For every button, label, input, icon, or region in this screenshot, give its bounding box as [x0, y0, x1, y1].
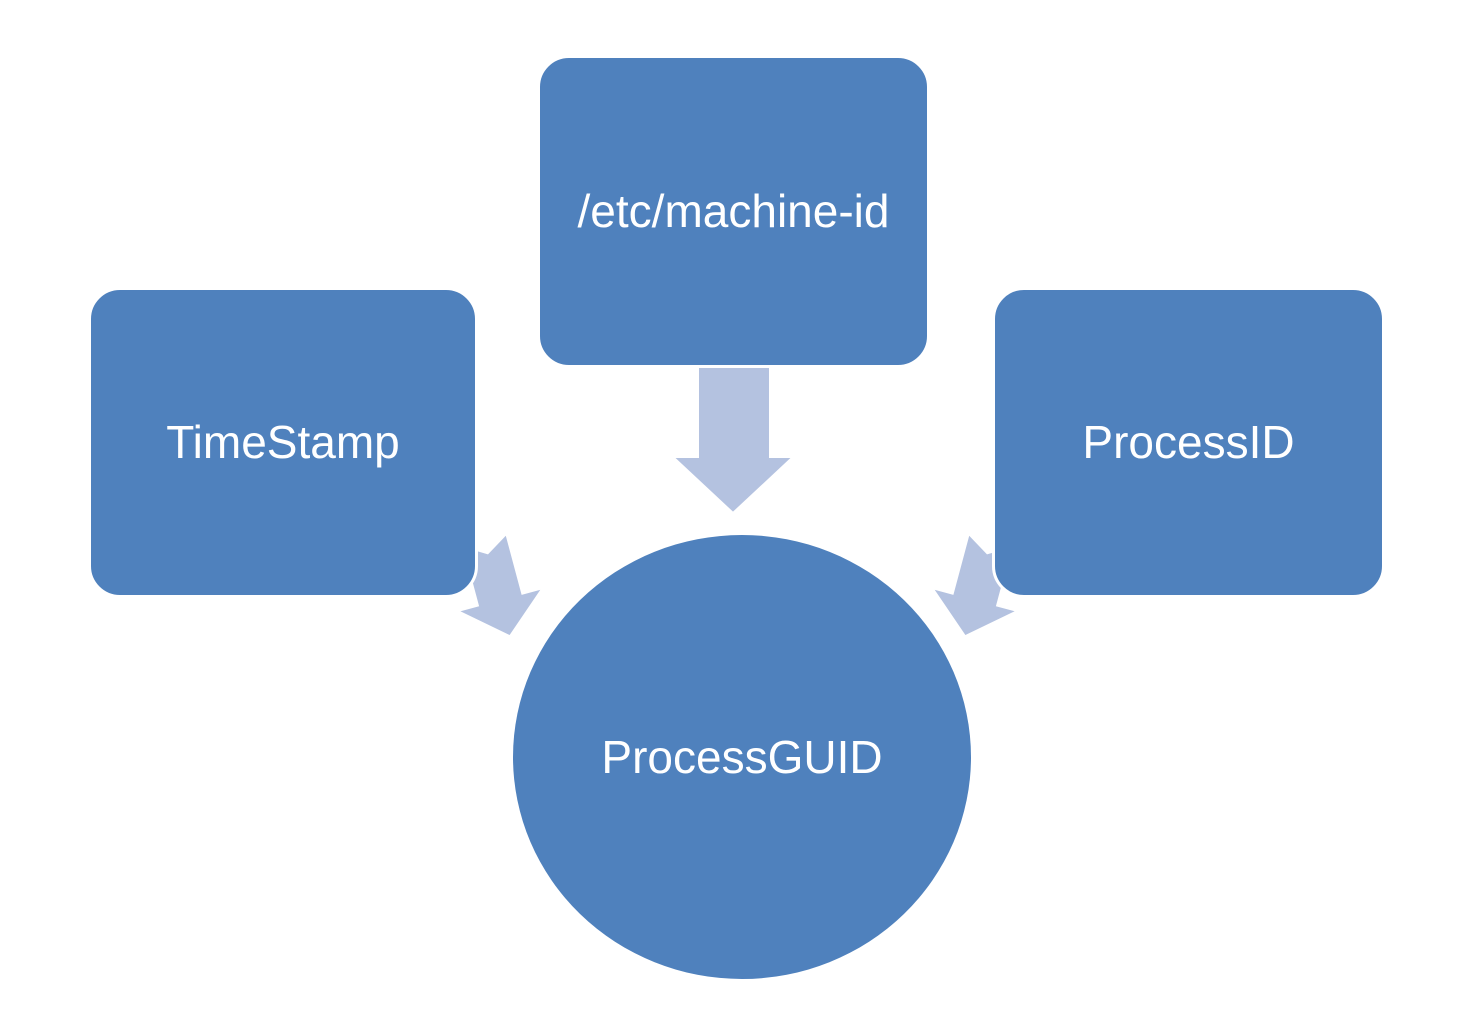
node-machine-id: /etc/machine-id [537, 55, 930, 368]
node-processguid-label: ProcessGUID [601, 730, 883, 783]
node-processid-label: ProcessID [1082, 416, 1295, 469]
node-processid: ProcessID [992, 287, 1385, 598]
arrow-timestamp-to-processguid-icon [454, 531, 545, 638]
node-processguid: ProcessGUID [513, 535, 971, 979]
arrow-machine-id-to-processguid-icon [670, 354, 796, 515]
node-timestamp-label: TimeStamp [166, 416, 400, 469]
node-timestamp: TimeStamp [88, 287, 478, 598]
node-machine-id-label: /etc/machine-id [577, 185, 890, 238]
